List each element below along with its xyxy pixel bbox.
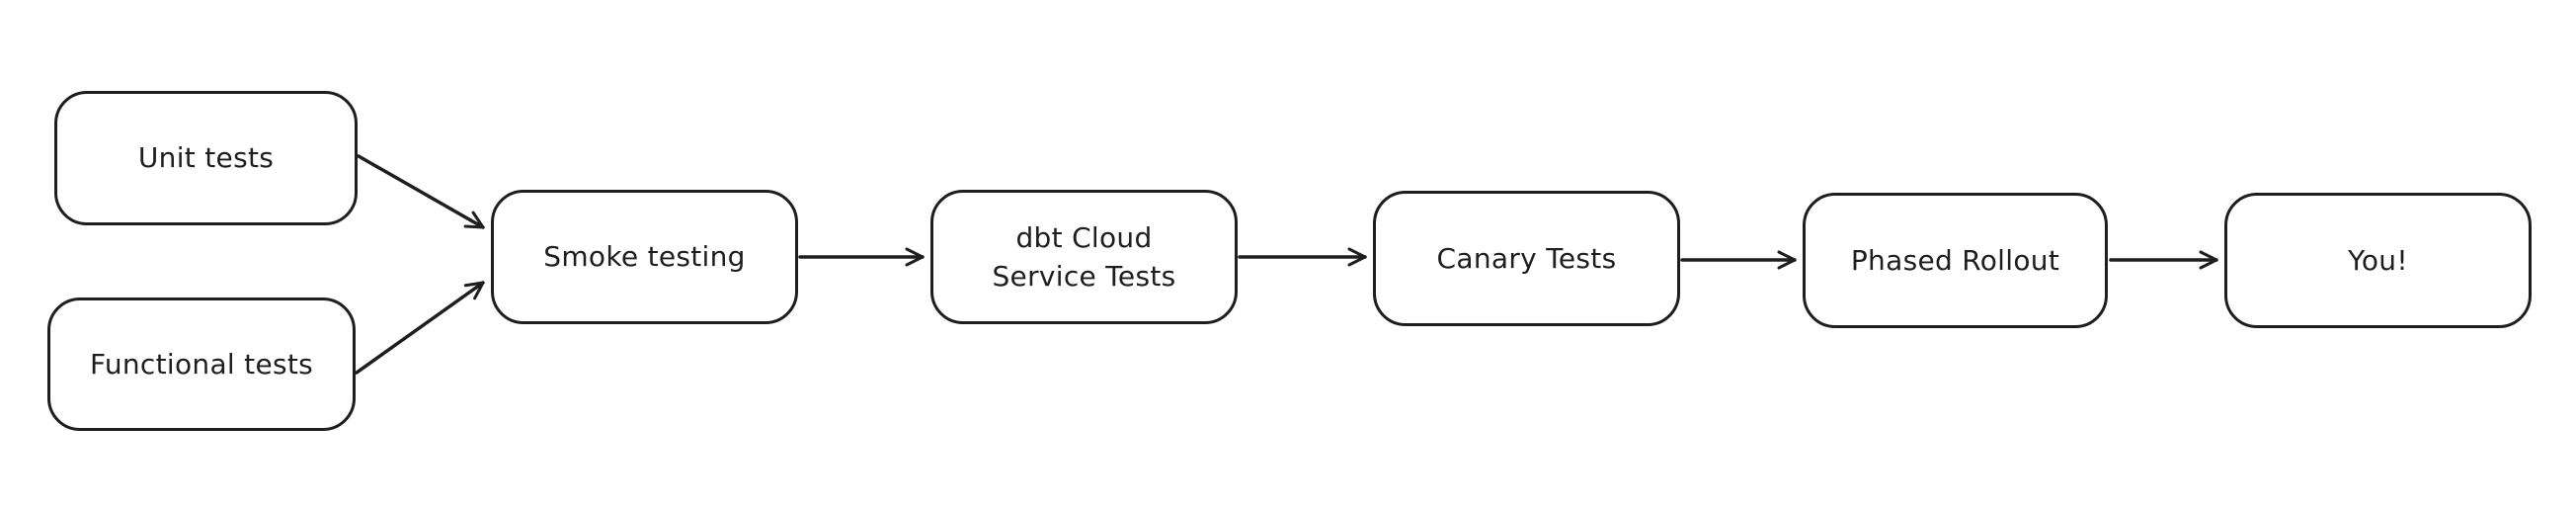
node-dbt-cloud-service-tests: dbt Cloud Service Tests — [930, 190, 1238, 324]
node-phased-rollout: Phased Rollout — [1803, 193, 2108, 328]
edge-unit-tests-to-smoke-testing — [357, 154, 485, 229]
node-smoke-testing: Smoke testing — [491, 190, 798, 324]
node-unit-tests: Unit tests — [54, 91, 358, 225]
node-label: You! — [2348, 243, 2408, 277]
node-functional-tests: Functional tests — [47, 298, 356, 431]
node-label: Canary Tests — [1436, 241, 1617, 275]
node-label: dbt Cloud Service Tests — [992, 220, 1176, 293]
node-you: You! — [2224, 193, 2532, 328]
node-label: Phased Rollout — [1850, 243, 2060, 277]
node-canary-tests: Canary Tests — [1373, 191, 1680, 326]
node-label: Smoke testing — [543, 240, 746, 274]
node-label: Functional tests — [89, 347, 314, 381]
node-label: Unit tests — [137, 141, 275, 175]
edge-functional-tests-to-smoke-testing — [355, 281, 485, 375]
